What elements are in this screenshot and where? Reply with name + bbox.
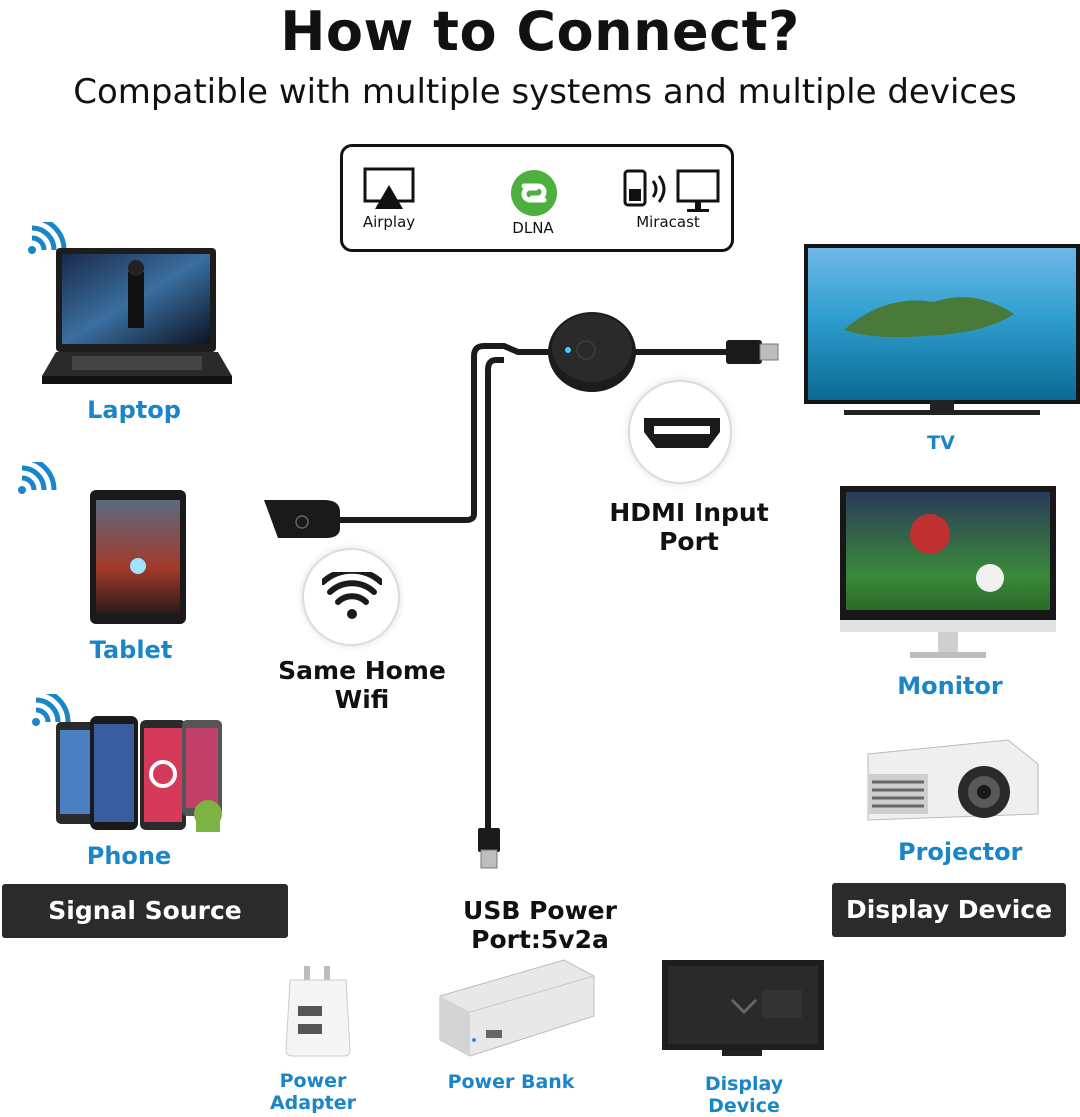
display-back-image: [662, 960, 824, 1060]
tablet-label: Tablet: [89, 636, 173, 664]
phone-label: Phone: [86, 842, 172, 870]
dlna-label: DLNA: [512, 219, 554, 237]
dlna-icon: [508, 169, 560, 217]
hdmi-label: HDMI Input Port: [609, 498, 769, 556]
power-bank-image: [434, 956, 600, 1060]
airplay-icon: [363, 167, 415, 211]
page-title: How to Connect?: [280, 0, 800, 63]
miracast-icon: [623, 165, 723, 215]
miracast-label: Miracast: [636, 213, 700, 231]
tv-image: [804, 244, 1080, 424]
projector-label: Projector: [898, 838, 1023, 866]
display-device-badge: Display Device: [832, 883, 1066, 937]
power-bank-label: Power Bank: [447, 1071, 575, 1093]
hdmi-circle: [628, 380, 732, 484]
monitor-image: [840, 486, 1056, 660]
laptop-image: [42, 248, 232, 388]
laptop-label: Laptop: [87, 396, 181, 424]
power-adapter-label: Power Adapter: [269, 1070, 357, 1114]
display-device-label: Display Device: [704, 1073, 784, 1117]
signal-source-badge: Signal Source Device: [2, 884, 288, 979]
tv-label: TV: [927, 432, 955, 454]
monitor-label: Monitor: [897, 672, 1003, 700]
wifi-signal-icon: [30, 694, 74, 728]
hdmi-port-icon: [642, 416, 722, 450]
usb-power-label: USB Power Port:5v2a: [463, 896, 617, 954]
page-subtitle: Compatible with multiple systems and mul…: [73, 72, 1017, 112]
wifi-label: Same Home Wifi: [278, 656, 446, 714]
wifi-signal-icon: [16, 462, 60, 496]
wifi-circle: [302, 548, 400, 646]
dongle-cables: [256, 300, 786, 870]
wifi-signal-icon: [26, 222, 70, 256]
phones-image: [56, 714, 232, 834]
tablet-image: [90, 490, 186, 624]
wifi-icon: [322, 572, 382, 622]
projector-image: [858, 734, 1044, 830]
protocol-box: Airplay DLNA Miracast: [340, 144, 734, 252]
airplay-label: Airplay: [362, 213, 416, 231]
power-adapter-image: [282, 966, 354, 1058]
